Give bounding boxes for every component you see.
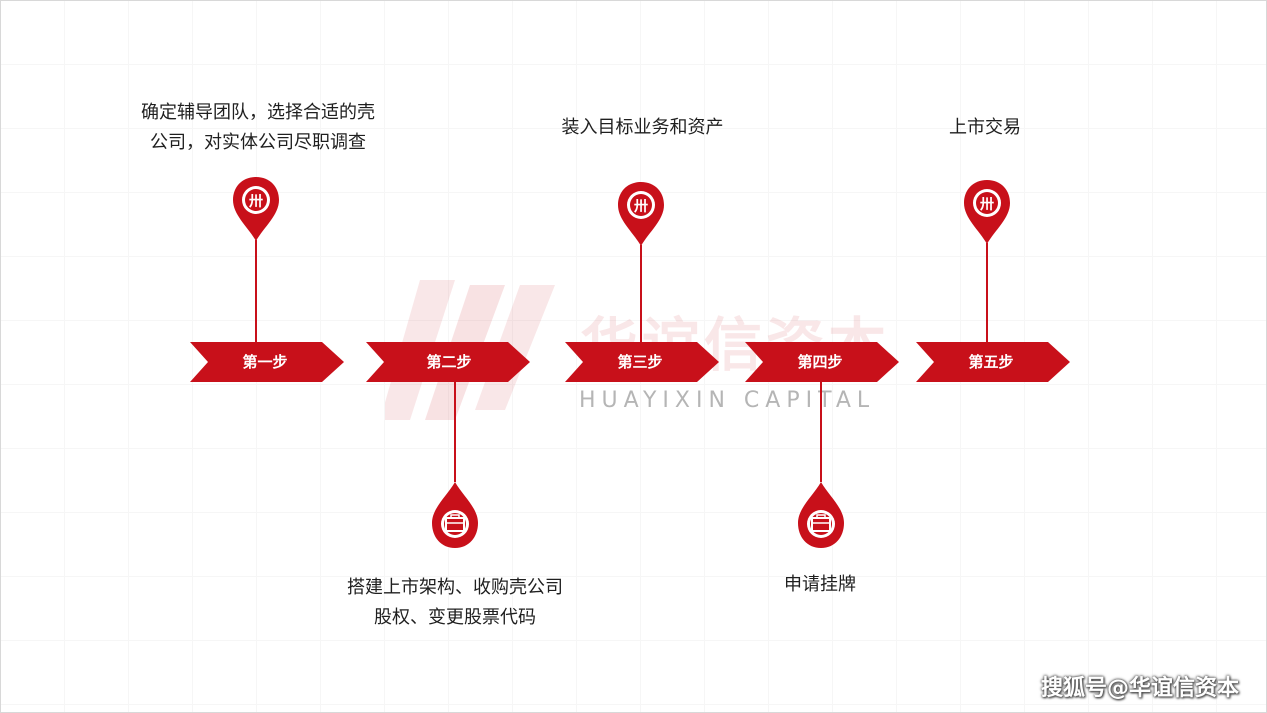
briefcase-icon (429, 480, 481, 550)
step-1-chevron: 第一步 (190, 342, 346, 382)
step-5-connector (986, 243, 988, 342)
step-4-description: 申请挂牌 (784, 574, 856, 595)
step-2-description: 搭建上市架构、收购壳公司 股权、变更股票代码 (347, 577, 563, 628)
step-5-label: 第五步 (968, 353, 1014, 371)
briefcase-icon (795, 480, 847, 550)
step-4-label: 第四步 (797, 353, 843, 371)
step-3-connector (640, 245, 642, 342)
step-3-chevron: 第三步 (565, 342, 721, 382)
svg-text:卅: 卅 (633, 199, 648, 215)
seal-icon: 卅 (615, 180, 667, 250)
step-4-connector (820, 382, 822, 482)
step-4-chevron: 第四步 (745, 342, 901, 382)
step-5-chevron: 第五步 (916, 342, 1072, 382)
svg-text:卅: 卅 (979, 197, 994, 213)
seal-icon: 卅 (961, 178, 1013, 248)
step-2-chevron: 第二步 (366, 342, 530, 382)
step-1-connector (255, 240, 257, 342)
svg-text:卅: 卅 (248, 194, 263, 210)
source-watermark: 搜狐号@华谊信资本 (1040, 676, 1239, 701)
step-5-description: 上市交易 (949, 117, 1021, 138)
step-1-description: 确定辅导团队，选择合适的壳 公司，对实体公司尽职调查 (141, 102, 375, 153)
step-2-label: 第二步 (426, 353, 472, 371)
step-1-label: 第一步 (242, 353, 288, 371)
step-3-label: 第三步 (617, 353, 663, 371)
seal-icon: 卅 (230, 175, 282, 245)
step-3-description: 装入目标业务和资产 (561, 117, 724, 138)
step-2-connector (454, 382, 456, 482)
